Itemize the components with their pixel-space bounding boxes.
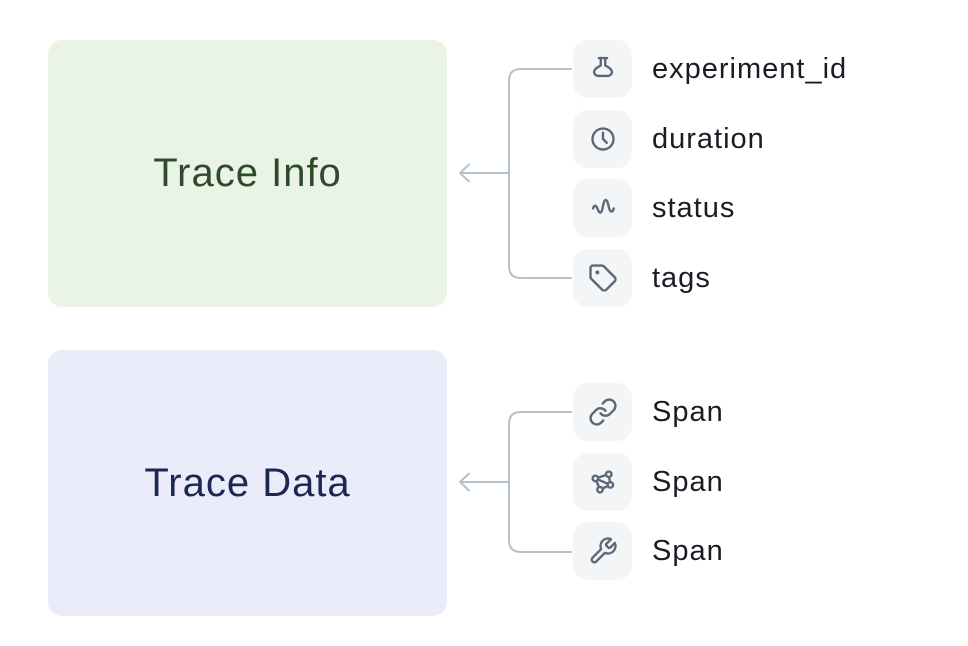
trace-data-bracket	[508, 411, 572, 553]
field-row-tags: tags	[573, 249, 711, 307]
field-row-experiment-id: experiment_id	[573, 40, 847, 98]
field-label: status	[652, 191, 736, 224]
field-label: Span	[652, 395, 724, 428]
wrench-icon	[573, 522, 632, 580]
graph-icon	[573, 453, 632, 511]
trace-info-block: Trace Info	[48, 40, 447, 307]
trace-data-label: Trace Data	[144, 460, 351, 505]
flask-icon	[573, 40, 632, 98]
field-row-span-wrench: Span	[573, 522, 724, 580]
field-row-status: status	[573, 179, 735, 237]
clock-icon	[573, 110, 632, 168]
field-label: duration	[652, 122, 765, 155]
trace-info-bracket	[508, 68, 572, 279]
link-icon	[573, 383, 632, 441]
activity-icon	[573, 179, 632, 237]
tag-icon	[573, 249, 632, 307]
field-label: Span	[652, 465, 724, 498]
field-label: Span	[652, 534, 724, 567]
field-label: tags	[652, 261, 711, 294]
trace-info-arrowhead	[459, 163, 470, 183]
field-row-span-graph: Span	[573, 453, 724, 511]
trace-data-arrowhead	[459, 472, 470, 492]
trace-info-label: Trace Info	[153, 151, 342, 195]
field-row-span-link: Span	[573, 383, 724, 441]
field-row-duration: duration	[573, 110, 765, 168]
trace-data-block: Trace Data	[48, 350, 447, 616]
field-label: experiment_id	[652, 52, 848, 85]
